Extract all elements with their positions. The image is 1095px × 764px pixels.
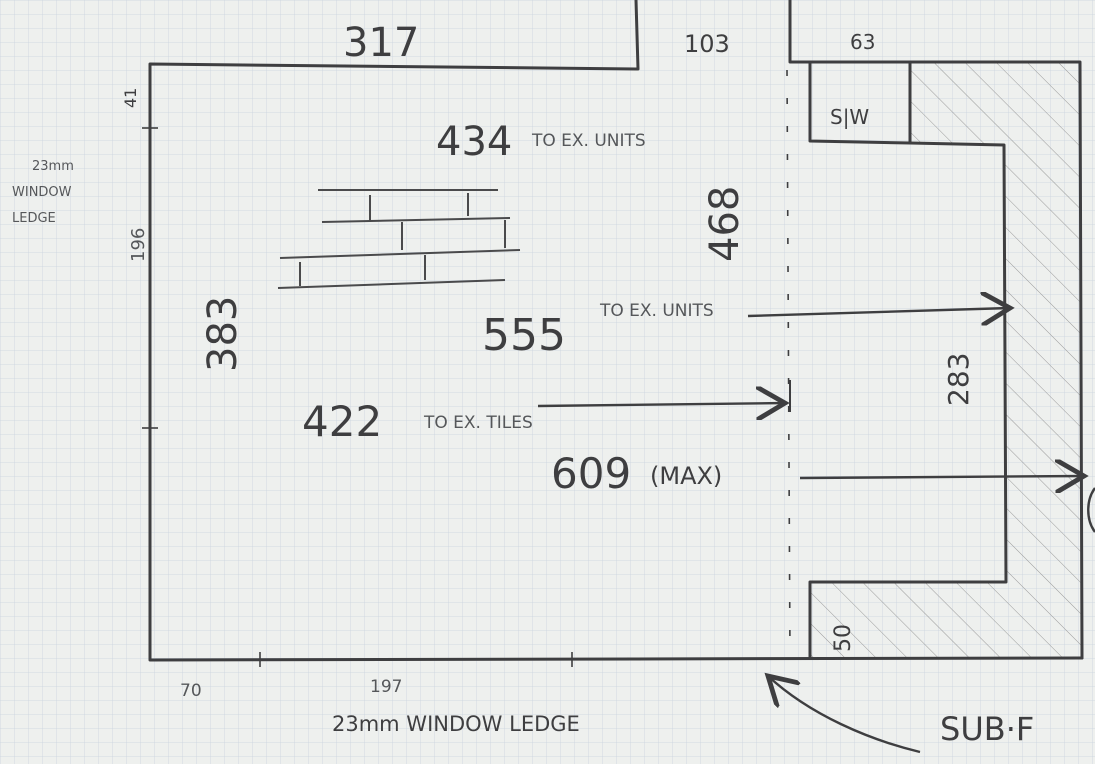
dim-left-small: 41 [121,88,140,108]
dim-to-units-2: 555 [482,310,566,361]
dim-to-units-1: 434 [436,119,512,165]
dim-to-tiles: 422 [302,397,382,446]
arrow-to-units [747,308,1010,316]
dim-max-label: (MAX) [650,462,722,490]
note-to-ex-units-2: TO EX. UNITS [599,301,714,321]
brick-sketch [277,189,521,289]
note-to-ex-units-1: TO EX. UNITS [531,131,646,151]
note-sw: S|W [830,105,869,129]
room-outline [148,0,1084,662]
dim-inner-right: 283 [942,353,975,406]
dim-top-left-wall: 317 [343,20,419,66]
hatched-units-area [810,62,1082,658]
dimension-arrows [537,308,1084,754]
dim-right-wall-height: 468 [702,186,748,262]
dim-left-height: 383 [200,296,246,372]
note-window-ledge-left: 23mm WINDOW LEDGE [12,159,78,226]
dim-max-depth: 609 [551,449,631,498]
arrow-sub [768,676,921,754]
wall-ticks [142,127,573,667]
dim-top-right: 63 [850,30,875,54]
edge-curve-mark [1087,487,1095,533]
dim-inner-bottom: 50 [831,624,856,652]
dim-bottom-mid: 197 [370,677,402,697]
note-to-ex-tiles: TO EX. TILES [423,413,533,433]
note-sub: SUB·F [940,710,1034,748]
arrow-max [799,476,1084,478]
arrow-to-tiles [537,403,785,406]
dim-bottom-left: 70 [180,681,202,701]
note-window-ledge-bottom: 23mm WINDOW LEDGE [332,712,580,736]
dim-top-gap: 103 [684,30,730,58]
dim-left-lower: 196 [128,228,149,262]
